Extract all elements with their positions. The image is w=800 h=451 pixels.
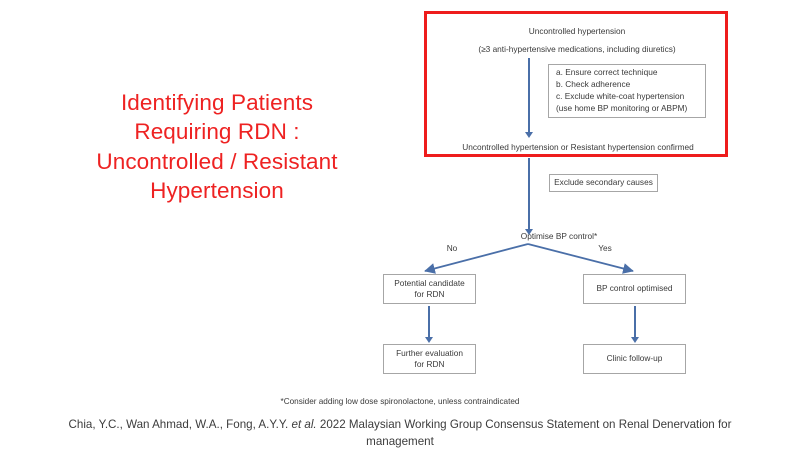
citation-rest: 2022 Malaysian Working Group Consensus S… xyxy=(319,418,732,448)
arrowhead-candidate-to-evaluation xyxy=(425,337,433,343)
connector-top-to-confirmed xyxy=(528,58,530,134)
footnote: *Consider adding low dose spironolactone… xyxy=(280,397,520,406)
citation-etal: et al. xyxy=(291,418,317,431)
box-potential-candidate: Potential candidate for RDN xyxy=(383,274,476,304)
highlight-rectangle xyxy=(424,11,728,157)
branch-label-yes: Yes xyxy=(598,243,612,253)
node-medications-criteria: (≥3 anti-hypertensive medications, inclu… xyxy=(478,44,676,54)
box-further-evaluation: Further evaluation for RDN xyxy=(383,344,476,374)
box-clinic-followup: Clinic follow-up xyxy=(583,344,686,374)
arrowhead-optimised-to-followup xyxy=(631,337,639,343)
box-checklist: a. Ensure correct technique b. Check adh… xyxy=(548,64,706,118)
node-confirmed: Uncontrolled hypertension or Resistant h… xyxy=(462,142,694,152)
arrowhead-top-to-confirmed xyxy=(525,132,533,138)
connector-confirmed-to-optimise xyxy=(528,158,530,231)
node-uncontrolled-hypertension: Uncontrolled hypertension xyxy=(528,26,626,36)
branch-connectors xyxy=(424,243,634,274)
arrowhead-confirmed-to-optimise xyxy=(525,229,533,235)
page-title: Identifying Patients Requiring RDN : Unc… xyxy=(96,90,338,203)
citation-authors: Chia, Y.C., Wan Ahmad, W.A., Fong, A.Y.Y… xyxy=(68,418,289,431)
citation: Chia, Y.C., Wan Ahmad, W.A., Fong, A.Y.Y… xyxy=(55,417,745,451)
node-optimise-bp-control: Optimise BP control* xyxy=(520,231,598,241)
box-bp-control-optimised: BP control optimised xyxy=(583,274,686,304)
connector-candidate-to-evaluation xyxy=(428,306,430,339)
connector-optimised-to-followup xyxy=(634,306,636,339)
branch-label-no: No xyxy=(446,243,458,253)
box-exclude-secondary-causes: Exclude secondary causes xyxy=(549,174,658,192)
